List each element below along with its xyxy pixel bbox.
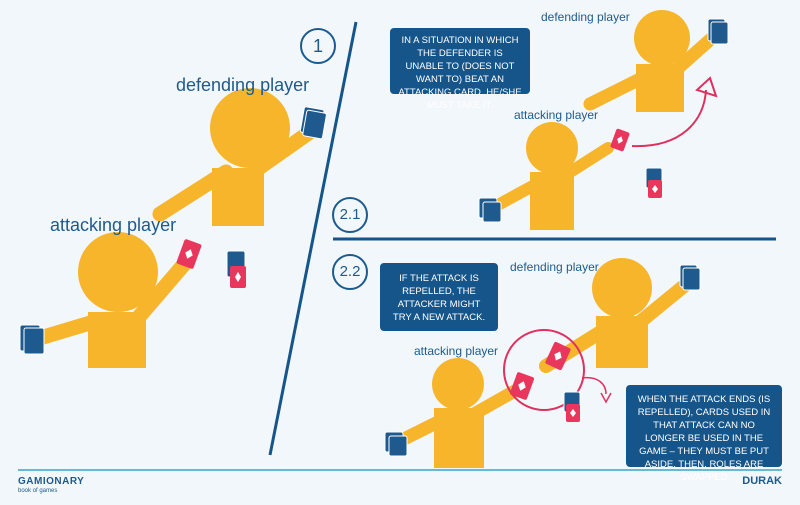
p22-discard-arrowhead [600,392,612,404]
p22-attack-card [510,372,534,400]
p21-attacking-label: attacking player [514,108,599,122]
p21-defending-figure [583,10,719,112]
p1-table-cards [226,250,246,288]
p22-note-right-box: WHEN THE ATTACK ENDS (IS REPELLED), CARD… [626,385,782,483]
p21-attacker-card-stack [478,197,502,223]
p21-note-box: IN A SITUATION IN WHICH THE DEFENDER IS … [390,28,530,111]
p21-defending-label: defending player [541,10,630,24]
p1-attack-card [176,239,202,269]
brand-tagline: book of games [18,488,58,494]
p21-attacking-figure [490,122,614,230]
p22-attacking-figure [391,358,527,468]
step-number-2-1: 2.1 [332,197,368,233]
p1-attacking-figure [32,232,194,368]
p1-attacking-label: attacking player [50,215,177,235]
p22-table-cards [563,391,581,422]
brand-logo: GAMIONARY [18,476,85,487]
p1-defender-card-stack [299,106,327,140]
p21-table-cards [645,167,663,198]
p21-attack-card [610,128,630,152]
p22-defense-card [545,341,571,371]
p21-take-arrow [631,89,707,148]
p22-defending-figure [539,258,691,373]
p22-note-left-box: IF THE ATTACK IS REPELLED, THE ATTACKER … [380,263,498,331]
p21-take-arrowhead [695,76,718,98]
step-number-1: 1 [300,28,336,64]
p22-attacking-label: attacking player [414,344,499,358]
p22-defending-label: defending player [510,260,599,274]
diagonal-divider [268,21,358,456]
p1-defending-figure [152,88,318,226]
p21-defender-card-stack [707,18,729,45]
p22-defender-card-stack [679,264,701,291]
p22-discard-arrow [581,376,607,395]
p1-attacker-card-stack [19,324,45,355]
step-number-2-2: 2.2 [332,254,368,290]
p1-defending-label: defending player [176,75,310,95]
game-title: DURAK [742,475,782,487]
p22-exchange-highlight [503,329,585,411]
p22-attacker-card-stack [384,431,408,457]
